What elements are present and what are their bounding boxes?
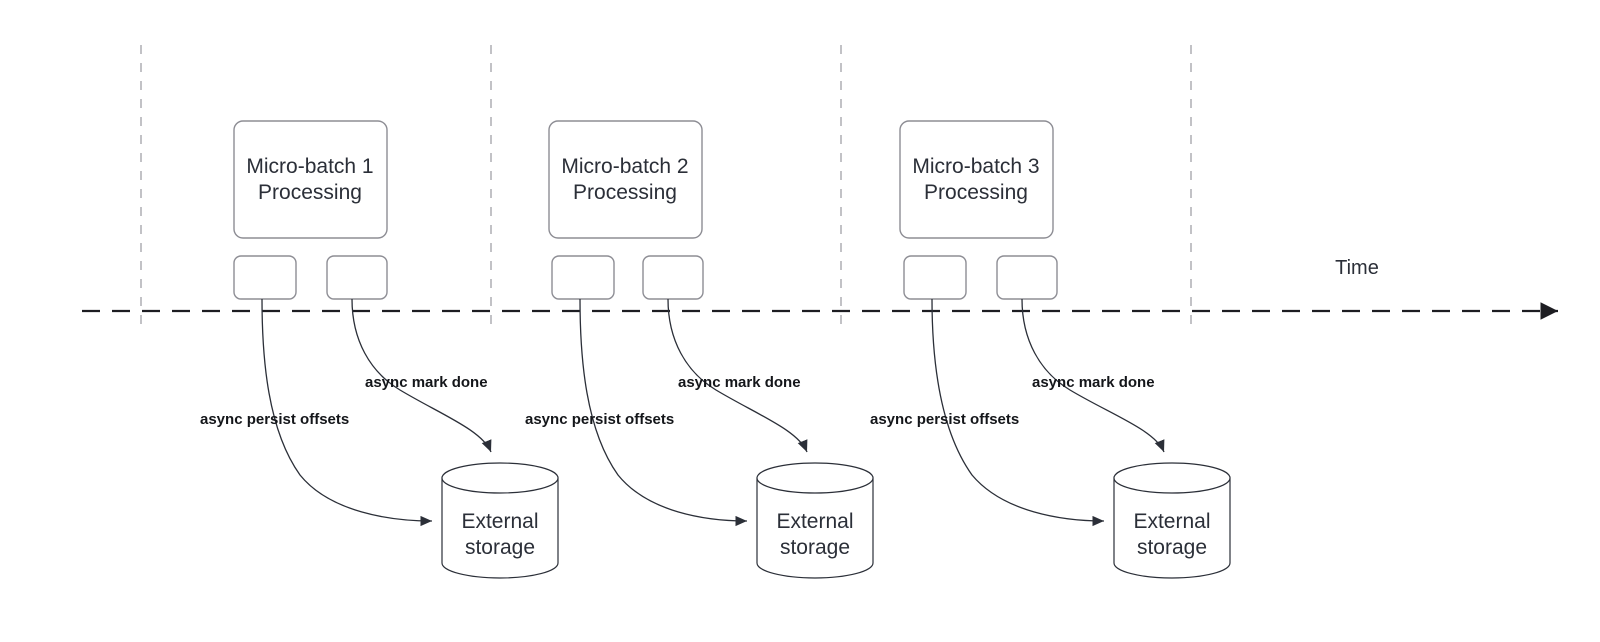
micro-batch-3-mark-done-arrow [1021, 298, 1165, 453]
micro-batch-2-title-line1: Micro-batch 2 [561, 155, 688, 178]
micro-batch-3-title-line2: Processing [924, 181, 1028, 204]
micro-batch-2-persist-offsets-arrow [579, 298, 748, 527]
timeline-tick-lines [140, 45, 1192, 330]
micro-batch-2-mark-done-arrow [667, 298, 808, 453]
micro-batch-2-persist-offsets-label: async persist offsets [525, 411, 674, 428]
micro-batch-2-group: Micro-batch 2 Processing async persist o… [525, 120, 874, 579]
micro-batch-2-mark-done-label: async mark done [678, 374, 801, 391]
micro-batch-1-storage-label-line2: storage [465, 536, 535, 559]
micro-batch-1-persist-offsets-label: async persist offsets [200, 411, 349, 428]
micro-batch-1-title-line1: Micro-batch 1 [246, 155, 373, 178]
micro-batch-3-title-line1: Micro-batch 3 [912, 155, 1039, 178]
micro-batch-1-persist-offsets-task[interactable] [233, 255, 297, 300]
micro-batch-3-persist-offsets-task[interactable] [903, 255, 967, 300]
micro-batch-1-title-line2: Processing [258, 181, 362, 204]
micro-batch-3-persist-offsets-arrow [931, 298, 1105, 527]
micro-batch-1-mark-done-arrow [351, 298, 492, 453]
micro-batch-2-persist-offsets-task[interactable] [551, 255, 615, 300]
micro-batch-3-persist-offsets-label: async persist offsets [870, 411, 1019, 428]
micro-batch-1-mark-done-task[interactable] [326, 255, 388, 300]
micro-batch-3-storage-label-line1: External [1133, 510, 1210, 533]
micro-batch-3-mark-done-label: async mark done [1032, 374, 1155, 391]
micro-batch-1-box[interactable] [233, 120, 388, 239]
micro-batch-1-group: Micro-batch 1 Processing async persist o… [200, 120, 559, 579]
micro-batch-3-mark-done-task[interactable] [996, 255, 1058, 300]
time-axis-label: Time [1335, 257, 1379, 279]
micro-batch-2-storage-label-line2: storage [780, 536, 850, 559]
micro-batch-3-group: Micro-batch 3 Processing async persist o… [870, 120, 1231, 579]
micro-batch-1-persist-offsets-arrow [261, 298, 433, 527]
micro-batch-1-storage-label-line1: External [461, 510, 538, 533]
micro-batch-2-mark-done-task[interactable] [642, 255, 704, 300]
micro-batch-3-storage-label-line2: storage [1137, 536, 1207, 559]
micro-batch-2-title-line2: Processing [573, 181, 677, 204]
micro-batch-3-external-storage[interactable]: External storage [1113, 462, 1231, 579]
micro-batch-1-external-storage[interactable]: External storage [441, 462, 559, 579]
micro-batch-2-storage-label-line1: External [776, 510, 853, 533]
micro-batch-1-mark-done-label: async mark done [365, 374, 488, 391]
micro-batch-2-external-storage[interactable]: External storage [756, 462, 874, 579]
micro-batch-3-box[interactable] [899, 120, 1054, 239]
micro-batch-2-box[interactable] [548, 120, 703, 239]
